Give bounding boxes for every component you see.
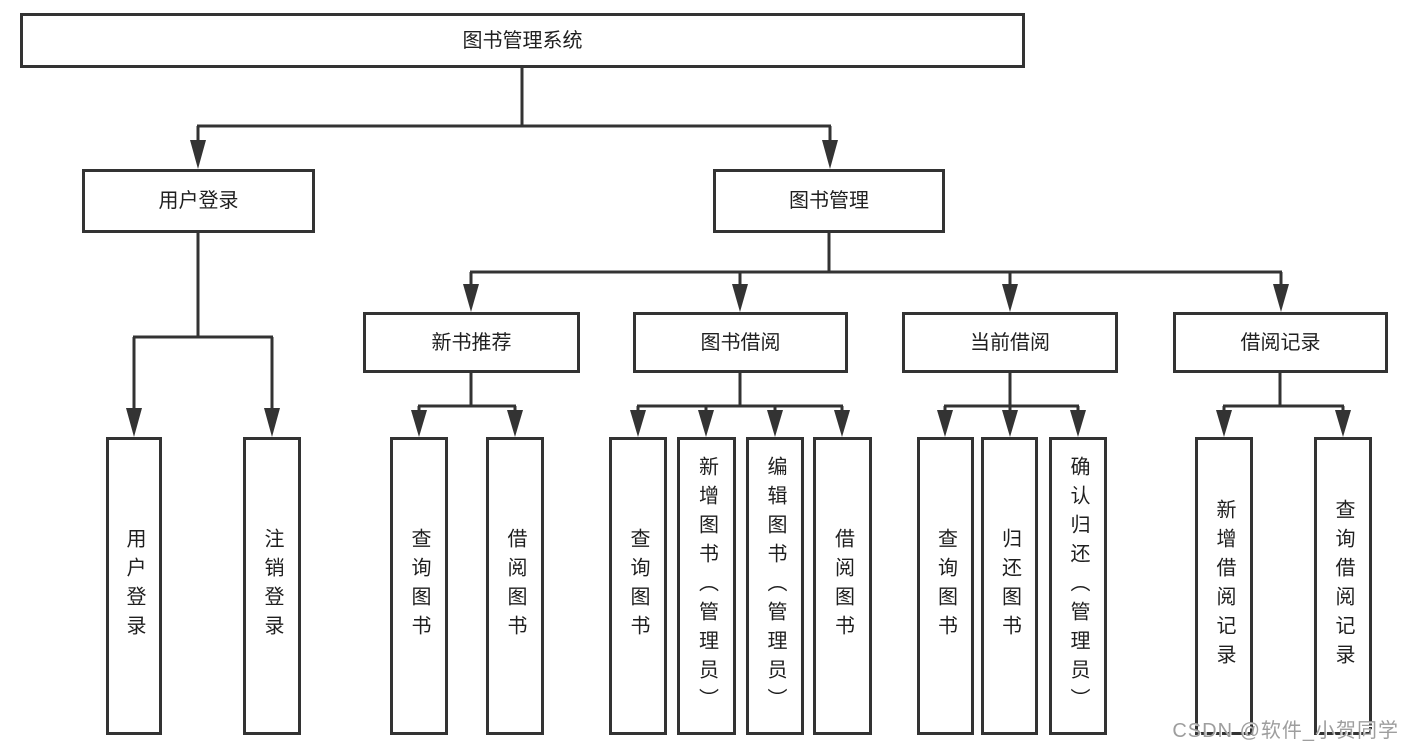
- node-new-book-recommendation: 新书推荐: [363, 312, 580, 373]
- node-book-borrowing: 图书借阅: [633, 312, 848, 373]
- node-leaf-add-books-admin: 新增图书（管理员）: [677, 437, 736, 735]
- node-leaf-query-books-rec: 查询图书: [390, 437, 448, 735]
- node-current-borrowing: 当前借阅: [902, 312, 1118, 373]
- node-borrowing-records: 借阅记录: [1173, 312, 1388, 373]
- arrowhead-icons-new-book-rec: [411, 410, 523, 437]
- node-leaf-return-books: 归还图书: [981, 437, 1038, 735]
- node-leaf-add-borrow-record: 新增借阅记录: [1195, 437, 1253, 735]
- connector-borrow-records-children: [1222, 373, 1345, 412]
- node-library-management-system: 图书管理系统: [20, 13, 1025, 68]
- node-leaf-query-books-cb: 查询图书: [917, 437, 974, 735]
- node-book-management: 图书管理: [713, 169, 945, 233]
- connector-book-management-children: [469, 233, 1283, 286]
- arrowhead-icons-book-borrow: [630, 410, 850, 437]
- node-leaf-borrow-books-rec: 借阅图书: [486, 437, 544, 735]
- node-leaf-edit-books-admin: 编辑图书（管理员）: [746, 437, 804, 735]
- node-leaf-confirm-return-admin: 确认归还（管理员）: [1049, 437, 1107, 735]
- node-leaf-user-login: 用户登录: [106, 437, 162, 735]
- arrowhead-icons-level2: [190, 140, 838, 169]
- arrowhead-icons-level3: [463, 284, 1289, 312]
- connector-new-book-rec-children: [417, 373, 517, 412]
- arrowhead-icons-borrow-records: [1216, 410, 1351, 437]
- node-leaf-borrow-books-bb: 借阅图书: [813, 437, 872, 735]
- node-leaf-logout: 注销登录: [243, 437, 301, 735]
- csdn-watermark: CSDN @软件_小贺同学: [1172, 720, 1399, 742]
- node-user-login: 用户登录: [82, 169, 315, 233]
- connector-user-login-children: [132, 233, 274, 410]
- arrowhead-icons-current-borrow: [937, 410, 1086, 437]
- connector-root-to-level2: [196, 68, 832, 142]
- node-leaf-query-books-bb: 查询图书: [609, 437, 667, 735]
- connector-book-borrow-children: [636, 373, 844, 412]
- node-leaf-query-borrow-record: 查询借阅记录: [1314, 437, 1372, 735]
- connector-current-borrow-children: [943, 373, 1080, 412]
- arrowhead-icons-user-login: [126, 408, 280, 437]
